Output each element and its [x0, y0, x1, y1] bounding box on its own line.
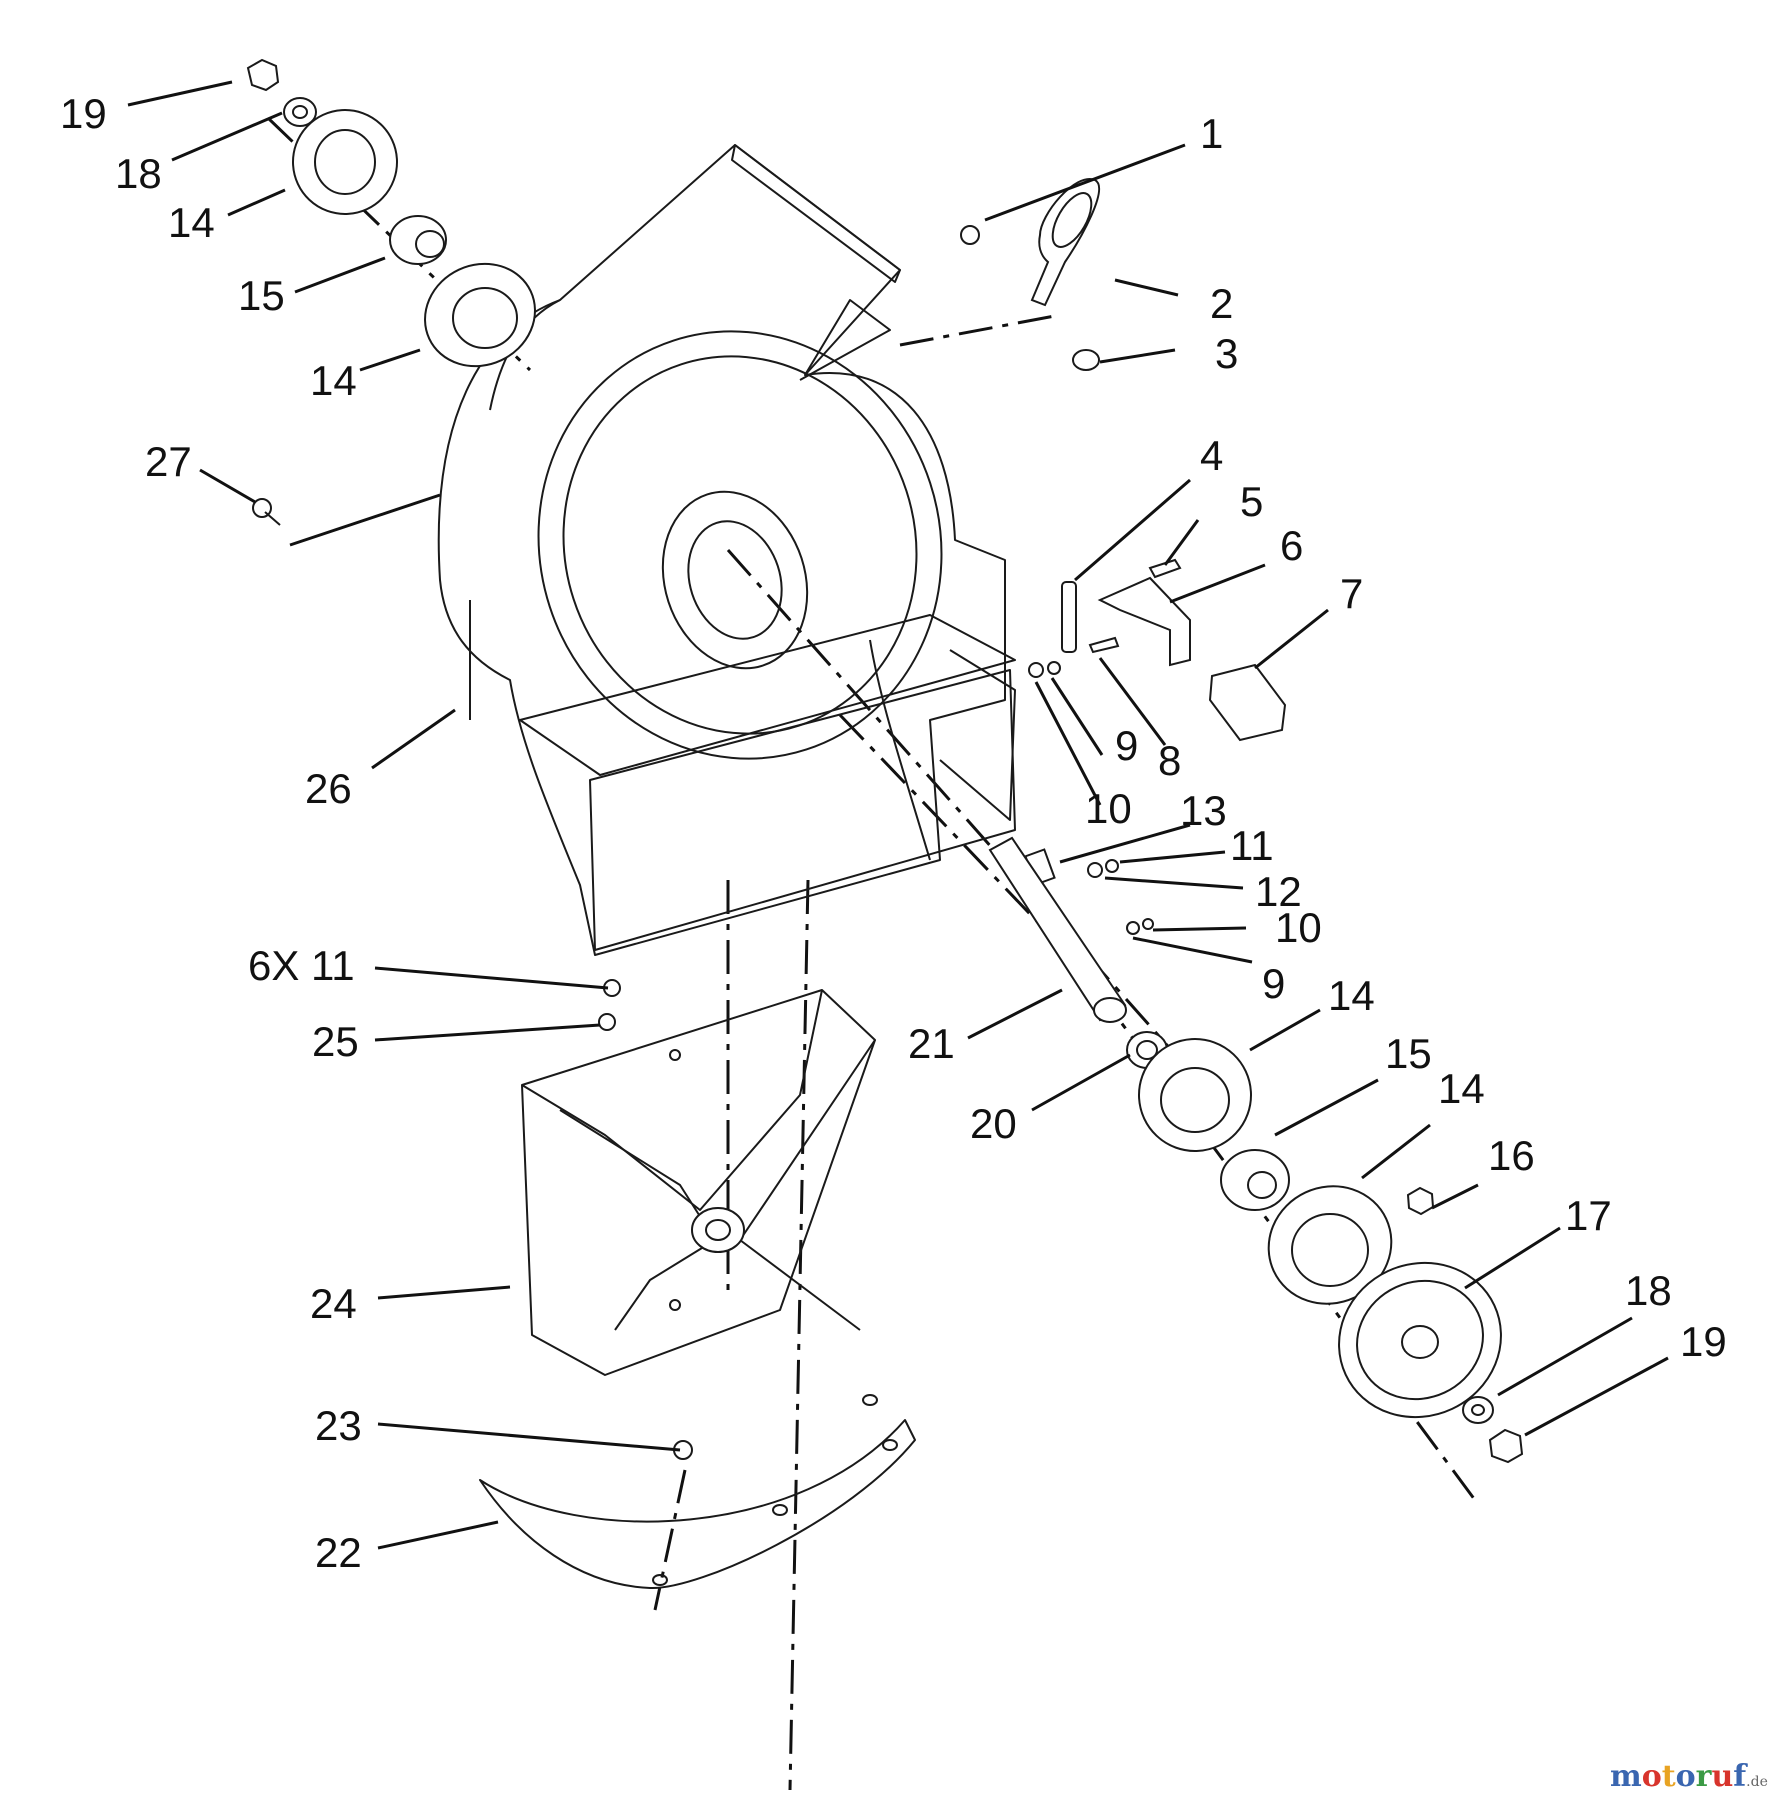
chute-lever — [960, 178, 1101, 371]
hex-nut-icon — [1406, 1186, 1435, 1216]
callout-19: 19 — [60, 90, 107, 137]
svg-text:motoruf.de: motoruf.de — [1610, 1759, 1768, 1794]
callout-4: 4 — [1200, 432, 1223, 479]
callout-8: 8 — [1158, 737, 1181, 784]
washer-icon — [1028, 662, 1044, 678]
callout-12: 12 — [1255, 868, 1302, 915]
bearing-icon — [389, 215, 447, 265]
callout-6: 6 — [1280, 522, 1303, 569]
callout-23: 23 — [315, 1402, 362, 1449]
flange-plate-icon — [424, 262, 536, 368]
callout-3: 3 — [1215, 330, 1238, 377]
callout-9: 9 — [1115, 722, 1138, 769]
callout-labels: 19 18 14 15 14 27 26 6X 11 25 24 23 22 1… — [60, 90, 1727, 1576]
callout-18: 18 — [1625, 1267, 1672, 1314]
callout-27: 27 — [145, 438, 192, 485]
callout-6x11: 6X 11 — [248, 942, 355, 989]
callout-14: 14 — [1438, 1065, 1485, 1112]
callout-10: 10 — [1085, 785, 1132, 832]
callout-19: 19 — [1680, 1318, 1727, 1365]
callout-24: 24 — [310, 1280, 357, 1327]
bearing-icon — [1220, 1149, 1290, 1211]
knob-icon — [1072, 349, 1100, 371]
drive-shaft-stack — [988, 836, 1524, 1464]
washer-icon — [1142, 918, 1154, 930]
callout-22: 22 — [315, 1529, 362, 1576]
hex-nut-icon — [246, 58, 280, 92]
callout-21: 21 — [908, 1020, 955, 1067]
flange-plate-icon — [1138, 1038, 1252, 1152]
leader-lines — [127, 80, 1669, 1550]
callout-14: 14 — [310, 357, 357, 404]
blower-housing — [437, 144, 1016, 956]
washer-icon — [1462, 1396, 1494, 1424]
callout-11: 11 — [1230, 822, 1274, 869]
nut-icon — [1105, 859, 1119, 873]
callout-15: 15 — [238, 272, 285, 319]
lever-icon — [1030, 178, 1101, 307]
bearing-stack-left — [246, 58, 536, 368]
bracket-icon — [1097, 576, 1191, 667]
nut-icon — [598, 1013, 616, 1031]
callout-10: 10 — [1275, 904, 1322, 951]
flange-plate-icon — [292, 109, 398, 215]
callout-14: 14 — [1328, 972, 1375, 1019]
callout-25: 25 — [312, 1018, 359, 1065]
callout-7: 7 — [1340, 570, 1363, 617]
callout-5: 5 — [1240, 478, 1263, 525]
callout-9: 9 — [1262, 960, 1285, 1007]
nut-icon — [960, 225, 980, 245]
paddle — [479, 1394, 916, 1590]
callout-2: 2 — [1210, 280, 1233, 327]
callout-14: 14 — [168, 199, 215, 246]
callout-18: 18 — [115, 150, 162, 197]
watermark-logo: motoruf.de — [1610, 1759, 1768, 1794]
callout-13: 13 — [1180, 787, 1227, 834]
clip-icon — [1208, 663, 1287, 742]
spring-icon — [1061, 581, 1077, 653]
impeller — [521, 989, 876, 1376]
washer-icon — [1126, 921, 1140, 935]
callout-17: 17 — [1565, 1192, 1612, 1239]
assembly-axes — [266, 116, 1477, 1791]
bolt-icon — [1088, 636, 1120, 654]
pulley-icon — [1338, 1261, 1502, 1419]
bracket-hardware — [1024, 558, 1287, 935]
washer-icon — [1087, 862, 1103, 878]
callout-15: 15 — [1385, 1030, 1432, 1077]
callout-1: 1 — [1200, 110, 1223, 157]
callout-16: 16 — [1488, 1132, 1535, 1179]
callout-26: 26 — [305, 765, 352, 812]
hex-nut-icon — [1488, 1428, 1524, 1464]
callout-20: 20 — [970, 1100, 1017, 1147]
washer-icon — [1047, 661, 1061, 675]
